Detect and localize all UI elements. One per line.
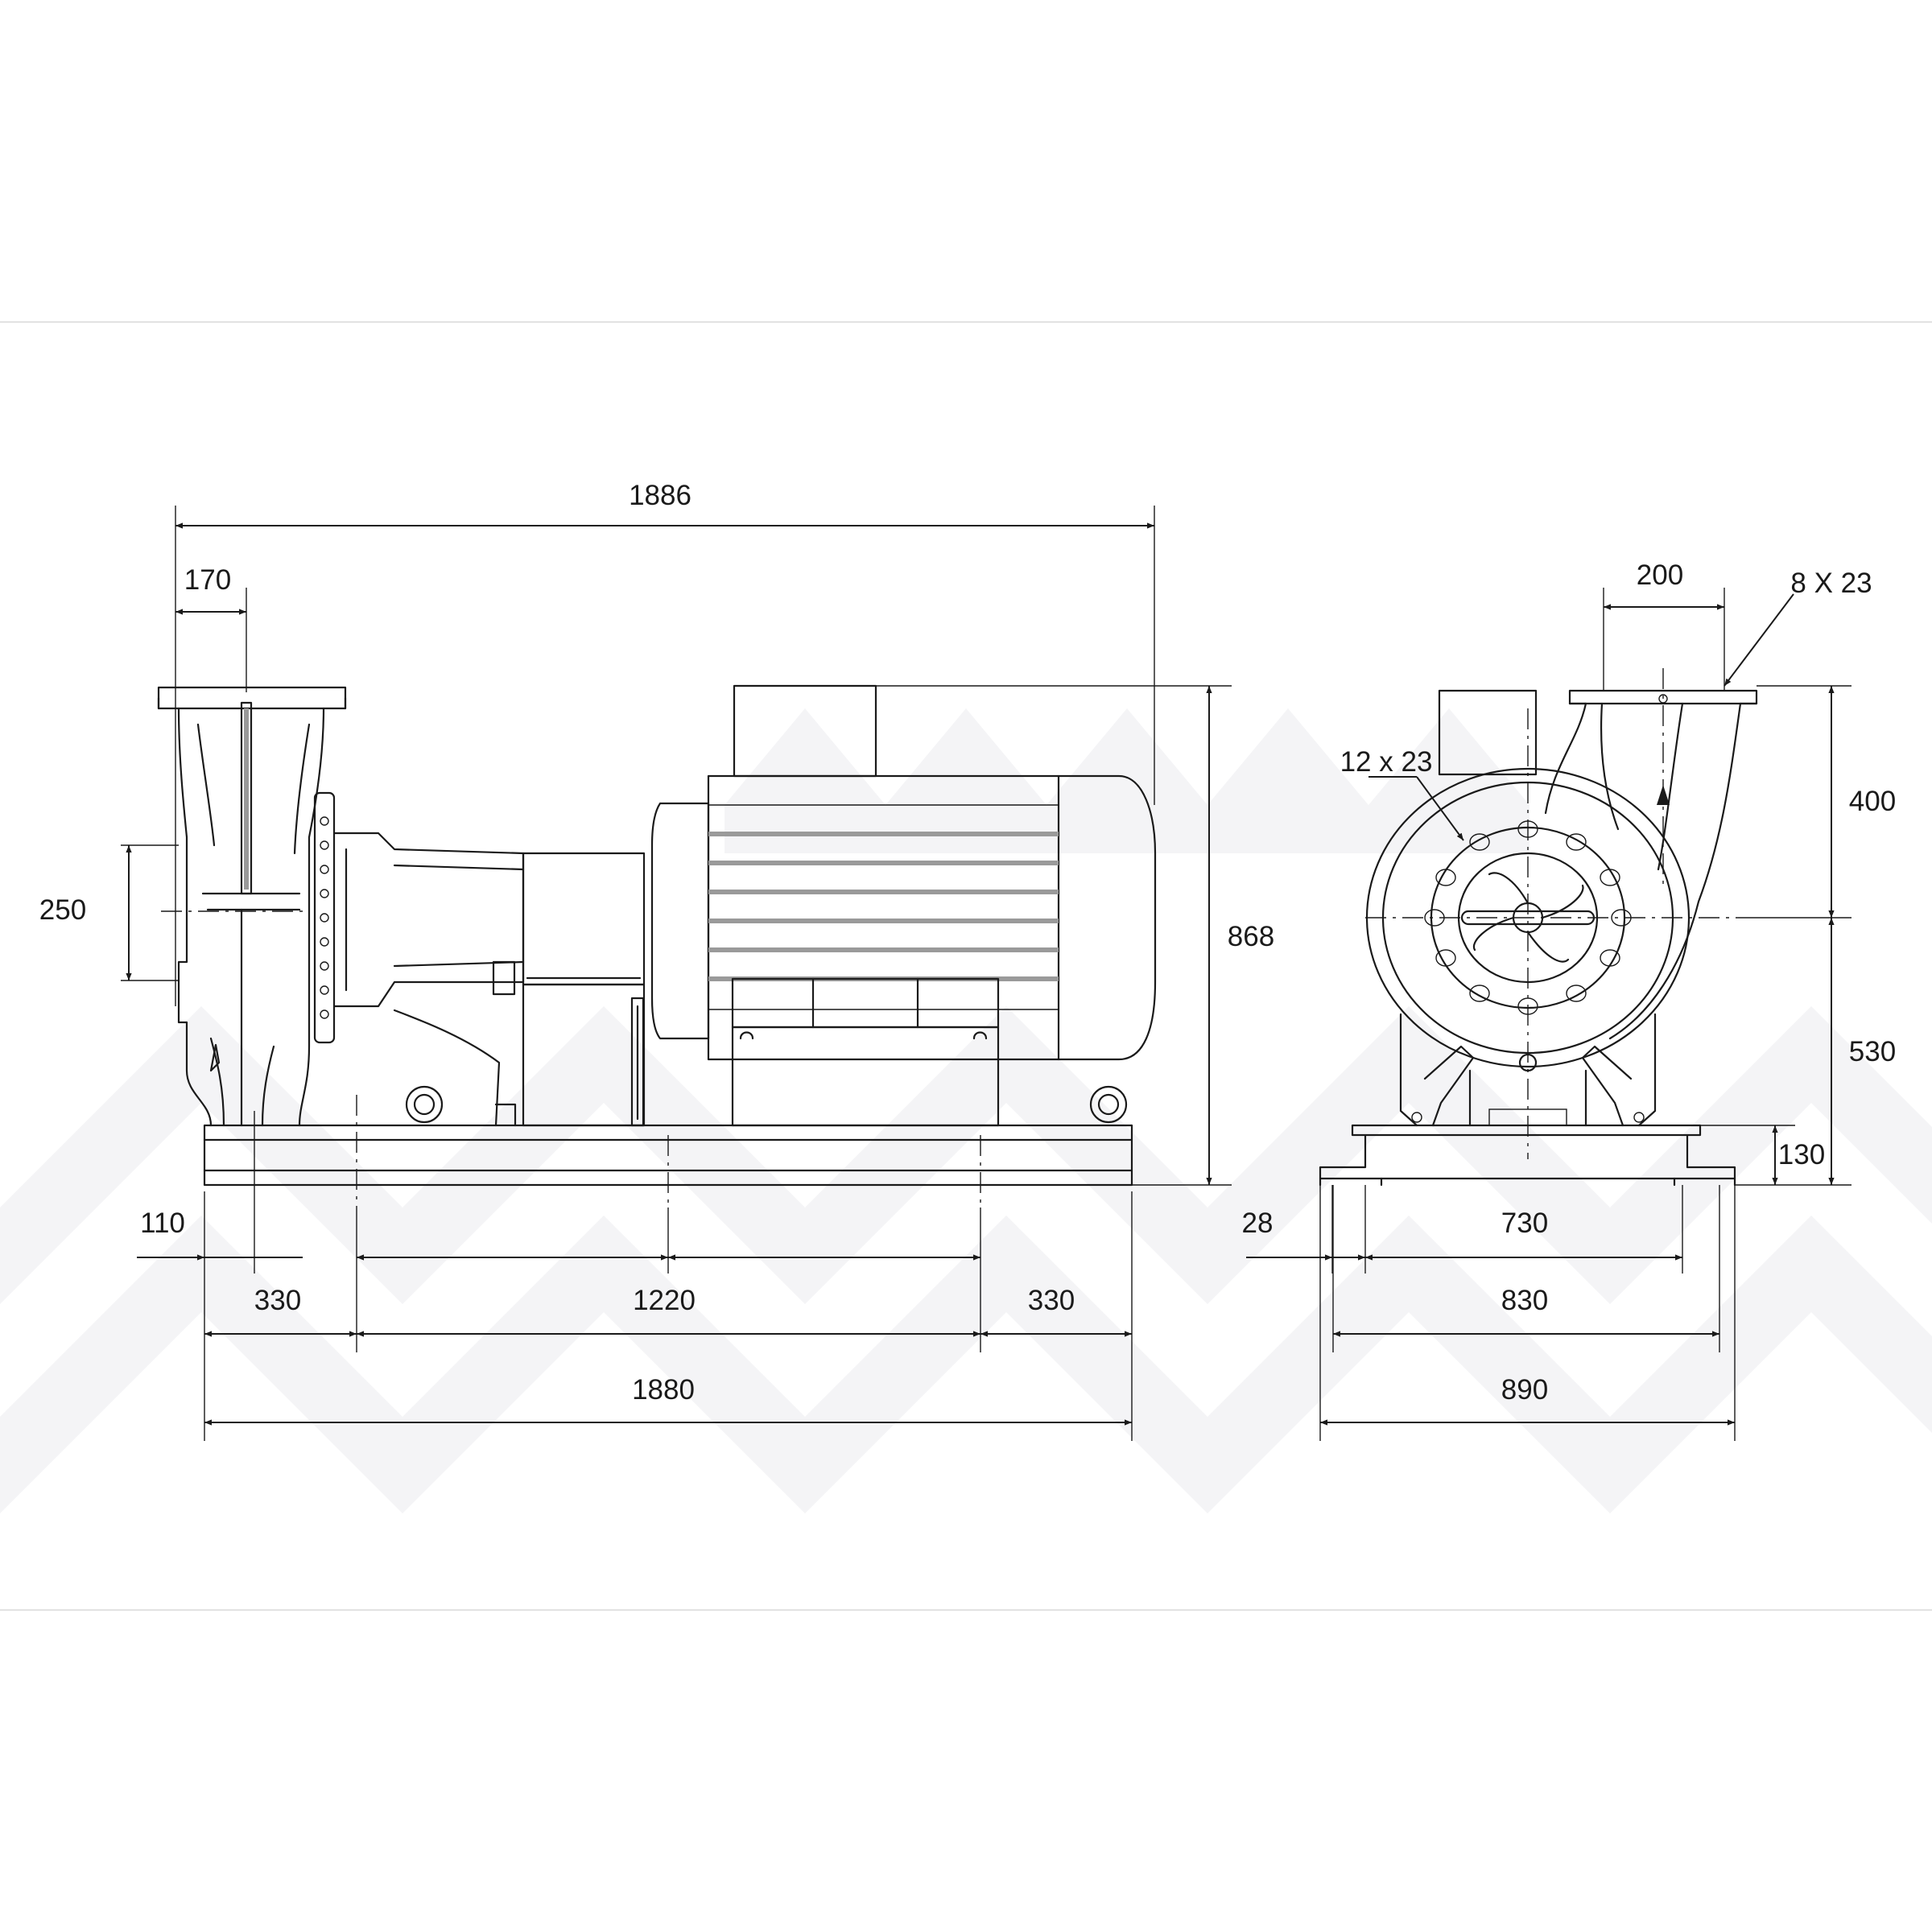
watermark-pattern	[0, 708, 1932, 1513]
centerlines-side	[161, 910, 981, 1208]
lifting-eye-left	[405, 1085, 444, 1124]
dim-base-length: 1880	[632, 1374, 695, 1406]
pump-casing-side	[157, 686, 347, 1127]
dim-discharge-height: 400	[1849, 786, 1896, 817]
dim-overall-length: 1886	[629, 480, 691, 511]
dim-front-left: 110	[140, 1208, 185, 1239]
dim-discharge-holes: 8 X 23	[1790, 568, 1872, 599]
dim-base-height: 130	[1778, 1139, 1825, 1170]
dim-discharge-width: 200	[1637, 559, 1683, 591]
dim-side-left: 28	[1242, 1208, 1274, 1239]
dim-shaft-height: 530	[1849, 1036, 1896, 1067]
lifting-eye-right	[1089, 1085, 1128, 1124]
dim-base-bolt-width: 830	[1501, 1285, 1548, 1316]
dim-base-left-span: 330	[254, 1285, 301, 1316]
coupling-guard-side	[522, 852, 646, 1127]
centerlines-front	[1365, 668, 1739, 1159]
dim-base-width: 890	[1501, 1374, 1548, 1406]
dim-suction-height: 250	[39, 894, 86, 926]
dim-base-bolt-span: 1220	[633, 1285, 696, 1316]
bearing-bracket-side	[313, 791, 525, 1127]
volute-casing-front	[1438, 689, 1758, 1040]
dim-overall-height: 868	[1228, 921, 1274, 952]
dim-base-inner-width: 730	[1501, 1208, 1548, 1239]
pump-side-view	[157, 684, 1157, 1208]
pump-front-view	[1319, 668, 1758, 1187]
casing-feet-front	[1399, 1013, 1657, 1127]
page-frame	[0, 321, 1932, 1611]
dimension-labels: 1886 170 250 868 110 330 1220 330 1880 2…	[39, 480, 1896, 1406]
dim-suction-holes: 12 x 23	[1340, 746, 1433, 778]
dimension-lines	[121, 506, 1852, 1441]
motor-side	[650, 684, 1157, 1127]
dim-base-right-span: 330	[1028, 1285, 1075, 1316]
dim-suction-offset: 170	[184, 564, 231, 596]
